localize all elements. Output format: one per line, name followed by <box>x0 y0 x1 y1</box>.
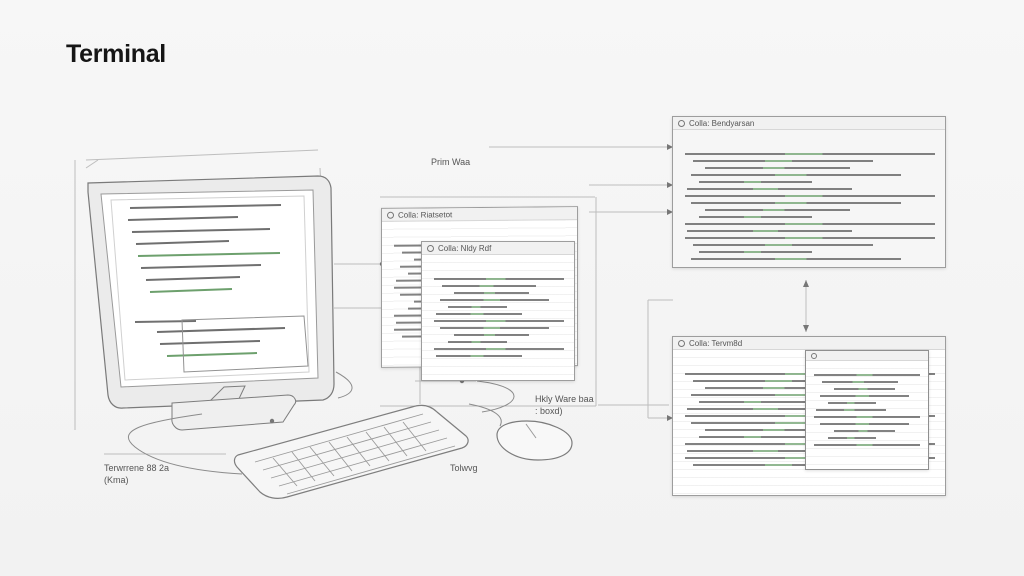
right-top-window-title: Colla: Bendyarsan <box>689 118 755 128</box>
right-bottom-overlay-content <box>806 361 928 469</box>
right-top-window: Colla: Bendyarsan <box>672 116 946 268</box>
right-bottom-window-title: Colla: Tervm8d <box>689 338 743 348</box>
right-top-window-content <box>673 130 945 267</box>
page-title: Terminal <box>66 40 166 68</box>
middle-window-2: Colla: Nldy Rdf <box>421 241 575 381</box>
prim-label: Prim Waa <box>431 157 471 167</box>
middle-window-2-code <box>434 273 564 372</box>
left-label: Terwrrene 88 2a (Kma) <box>104 463 170 485</box>
window-dot-icon <box>387 211 394 219</box>
middle-window-2-bar: Colla: Nldy Rdf <box>422 242 574 255</box>
right-top-window-code <box>685 148 935 260</box>
window-dot-icon <box>811 352 817 359</box>
monitor-graphic <box>87 175 335 431</box>
middle-window-1-title: Colla: Riatsetot <box>398 209 453 220</box>
keyboard-graphic <box>233 404 469 499</box>
right-bottom-overlay-code <box>814 369 920 463</box>
middle-window-2-content <box>422 255 574 380</box>
bottom-label: Tolwvg <box>450 463 478 473</box>
right-bottom-window-bar: Colla: Tervm8d <box>673 337 945 350</box>
right-top-window-bar: Colla: Bendyarsan <box>673 117 945 130</box>
mouse-graphic <box>496 420 573 461</box>
middle-window-2-title: Colla: Nldy Rdf <box>438 243 492 253</box>
right-bottom-overlay-bar <box>806 351 928 361</box>
center-label: Hkly Ware baa : boxd) <box>535 394 594 416</box>
window-dot-icon <box>427 244 434 252</box>
right-bottom-overlay-window <box>805 350 929 470</box>
window-dot-icon <box>678 119 685 127</box>
window-dot-icon <box>678 339 685 347</box>
